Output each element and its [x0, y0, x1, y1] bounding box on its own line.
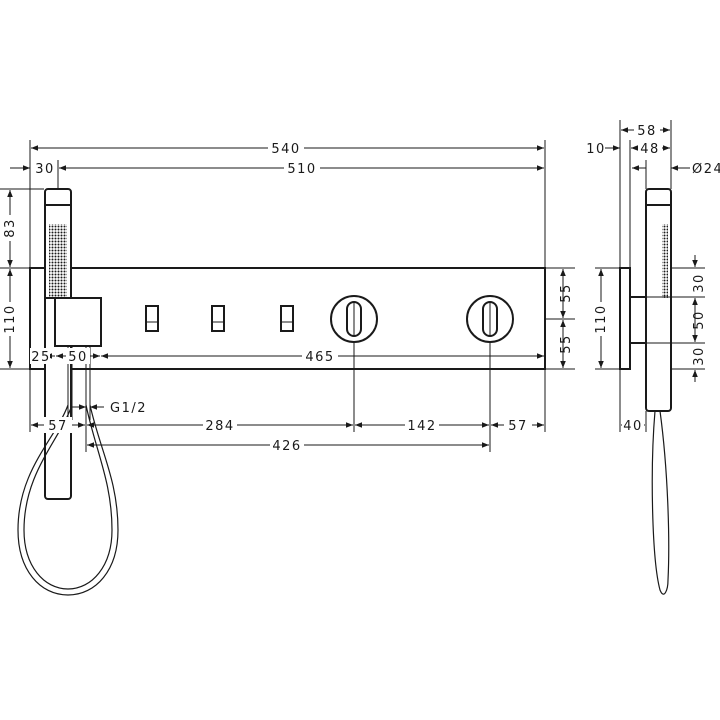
push-button — [280, 305, 294, 332]
side-holder — [629, 296, 647, 344]
side-hand-shower — [645, 188, 672, 412]
side-plate — [619, 267, 631, 370]
dim-50: 50 — [68, 350, 88, 365]
shower-holder — [54, 297, 102, 347]
dim-142: 142 — [407, 419, 436, 434]
dim-side-30-top: 30 — [692, 273, 707, 293]
dim-57-left: 57 — [48, 419, 68, 434]
thermostat-dial — [330, 295, 378, 343]
volume-dial — [466, 295, 514, 343]
dim-25: 25 — [31, 350, 51, 365]
dim-side-110: 110 — [594, 304, 609, 333]
dim-426: 426 — [272, 439, 301, 454]
dim-510: 510 — [287, 162, 316, 177]
side-view — [619, 188, 672, 595]
dim-57-right: 57 — [508, 419, 528, 434]
dim-side-30-bottom: 30 — [692, 346, 707, 366]
dim-110: 110 — [3, 304, 18, 333]
dim-side-10: 10 — [586, 142, 606, 157]
dimension-labels: 540 510 30 83 110 25 50 465 G1/2 57 284 … — [2, 122, 720, 454]
dim-465: 465 — [305, 350, 334, 365]
dim-side-50: 50 — [692, 310, 707, 330]
shower-hose — [17, 404, 119, 596]
dim-83: 83 — [3, 218, 18, 238]
dim-30: 30 — [35, 162, 55, 177]
dim-55-upper: 55 — [559, 283, 574, 303]
dim-side-40: 40 — [623, 419, 643, 434]
dim-side-48: 48 — [640, 142, 660, 157]
dim-540: 540 — [271, 142, 300, 157]
push-button — [211, 305, 225, 332]
dim-55-lower: 55 — [559, 334, 574, 354]
front-view — [17, 188, 546, 596]
dim-side-24: Ø24 — [692, 162, 720, 177]
dim-side-58: 58 — [637, 124, 657, 139]
push-button — [145, 305, 159, 332]
dim-284: 284 — [205, 419, 234, 434]
dim-g1-2: G1/2 — [110, 401, 147, 416]
spray-face-dots — [49, 224, 67, 298]
